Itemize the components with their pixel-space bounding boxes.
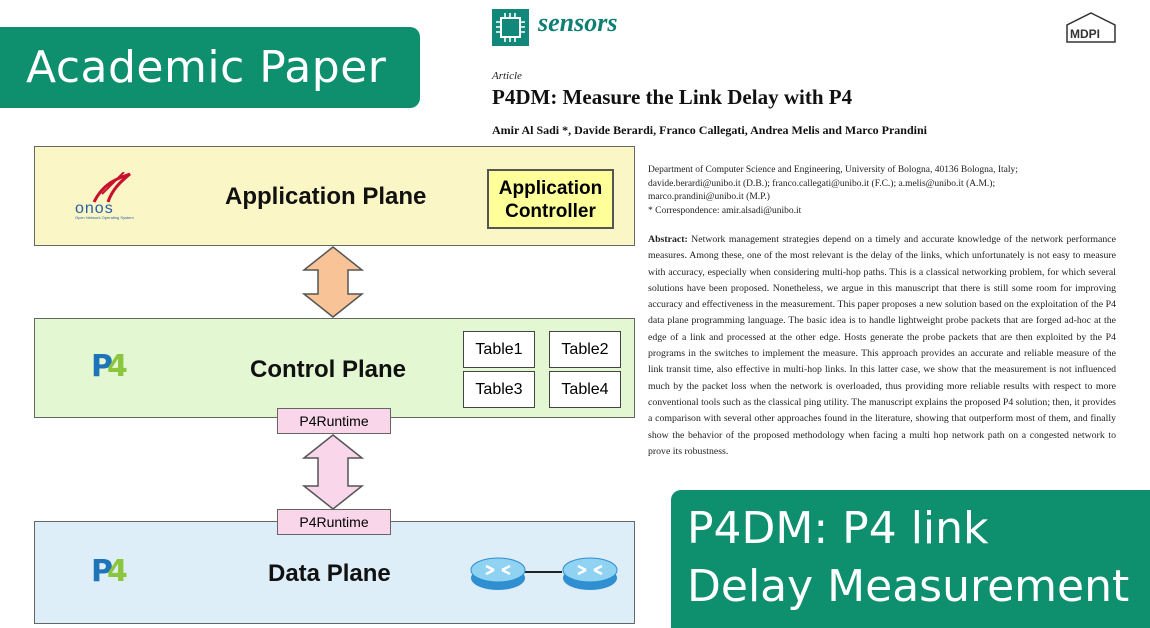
article-type: Article [492,70,522,82]
control-plane: Control Plane Table1 Table2 Table3 Table… [34,318,635,418]
banner-p4dm-line1: P4DM: P4 link [687,503,989,554]
abstract-label: Abstract: [648,234,688,245]
paper-title: P4DM: Measure the Link Delay with P4 [492,85,853,109]
mdpi-text: MDPI [1070,27,1100,41]
authors-text: Amir Al Sadi *, Davide Berardi, Franco C… [492,123,927,137]
control-plane-title: Control Plane [250,356,407,383]
application-controller-box: Application Controller [487,169,614,229]
application-controller-line2: Controller [505,201,596,222]
application-plane: Application Plane Application Controller [34,146,635,246]
double-arrow-app-control [302,246,364,318]
p4-logo-icon: P4 [91,349,128,384]
svg-text:Open Network Operating System: Open Network Operating System [75,215,134,220]
table-4: Table4 [549,371,621,408]
affiliation-line: marco.prandini@unibo.it (M.P.) [648,192,770,202]
table-2: Table2 [549,331,621,368]
correspondence-line: * Correspondence: amir.alsadi@unibo.it [648,205,802,216]
affiliations: Department of Computer Science and Engin… [648,164,1128,218]
p4runtime-top: P4Runtime [277,408,391,434]
affiliation-line: davide.berardi@unibo.it (D.B.); franco.c… [648,178,996,189]
paper-first-page: sensors MDPI Article P4DM: Measure the L… [480,0,1150,490]
banner-p4dm-line2: Delay Measurement [687,561,1130,612]
p4-logo-icon: P4 [91,554,128,589]
table-1: Table1 [463,331,535,368]
router-pair-icon [470,557,618,590]
abstract: Abstract: Network management strategies … [648,232,1116,460]
sensors-journal-icon [492,9,529,46]
application-plane-title: Application Plane [225,183,427,210]
svg-text:onos: onos [75,200,114,217]
affiliation-line: Department of Computer Science and Engin… [648,165,1018,175]
banner-academic-paper: Academic Paper [0,27,420,108]
onos-logo-icon: onos Open Network Operating System [75,172,134,220]
double-arrow-control-data [302,434,364,510]
p4runtime-bottom: P4Runtime [277,509,391,535]
mdpi-logo-icon: MDPI [1066,12,1116,43]
table-3: Table3 [463,371,535,408]
application-controller-line1: Application [498,178,603,199]
banner-p4dm: P4DM: P4 link Delay Measurement [671,490,1150,628]
paper-authors: Amir Al Sadi *, Davide Berardi, Franco C… [492,123,927,138]
abstract-text: Network management strategies depend on … [648,234,1117,457]
data-plane-title: Data Plane [268,560,391,587]
journal-name: sensors [538,8,618,37]
